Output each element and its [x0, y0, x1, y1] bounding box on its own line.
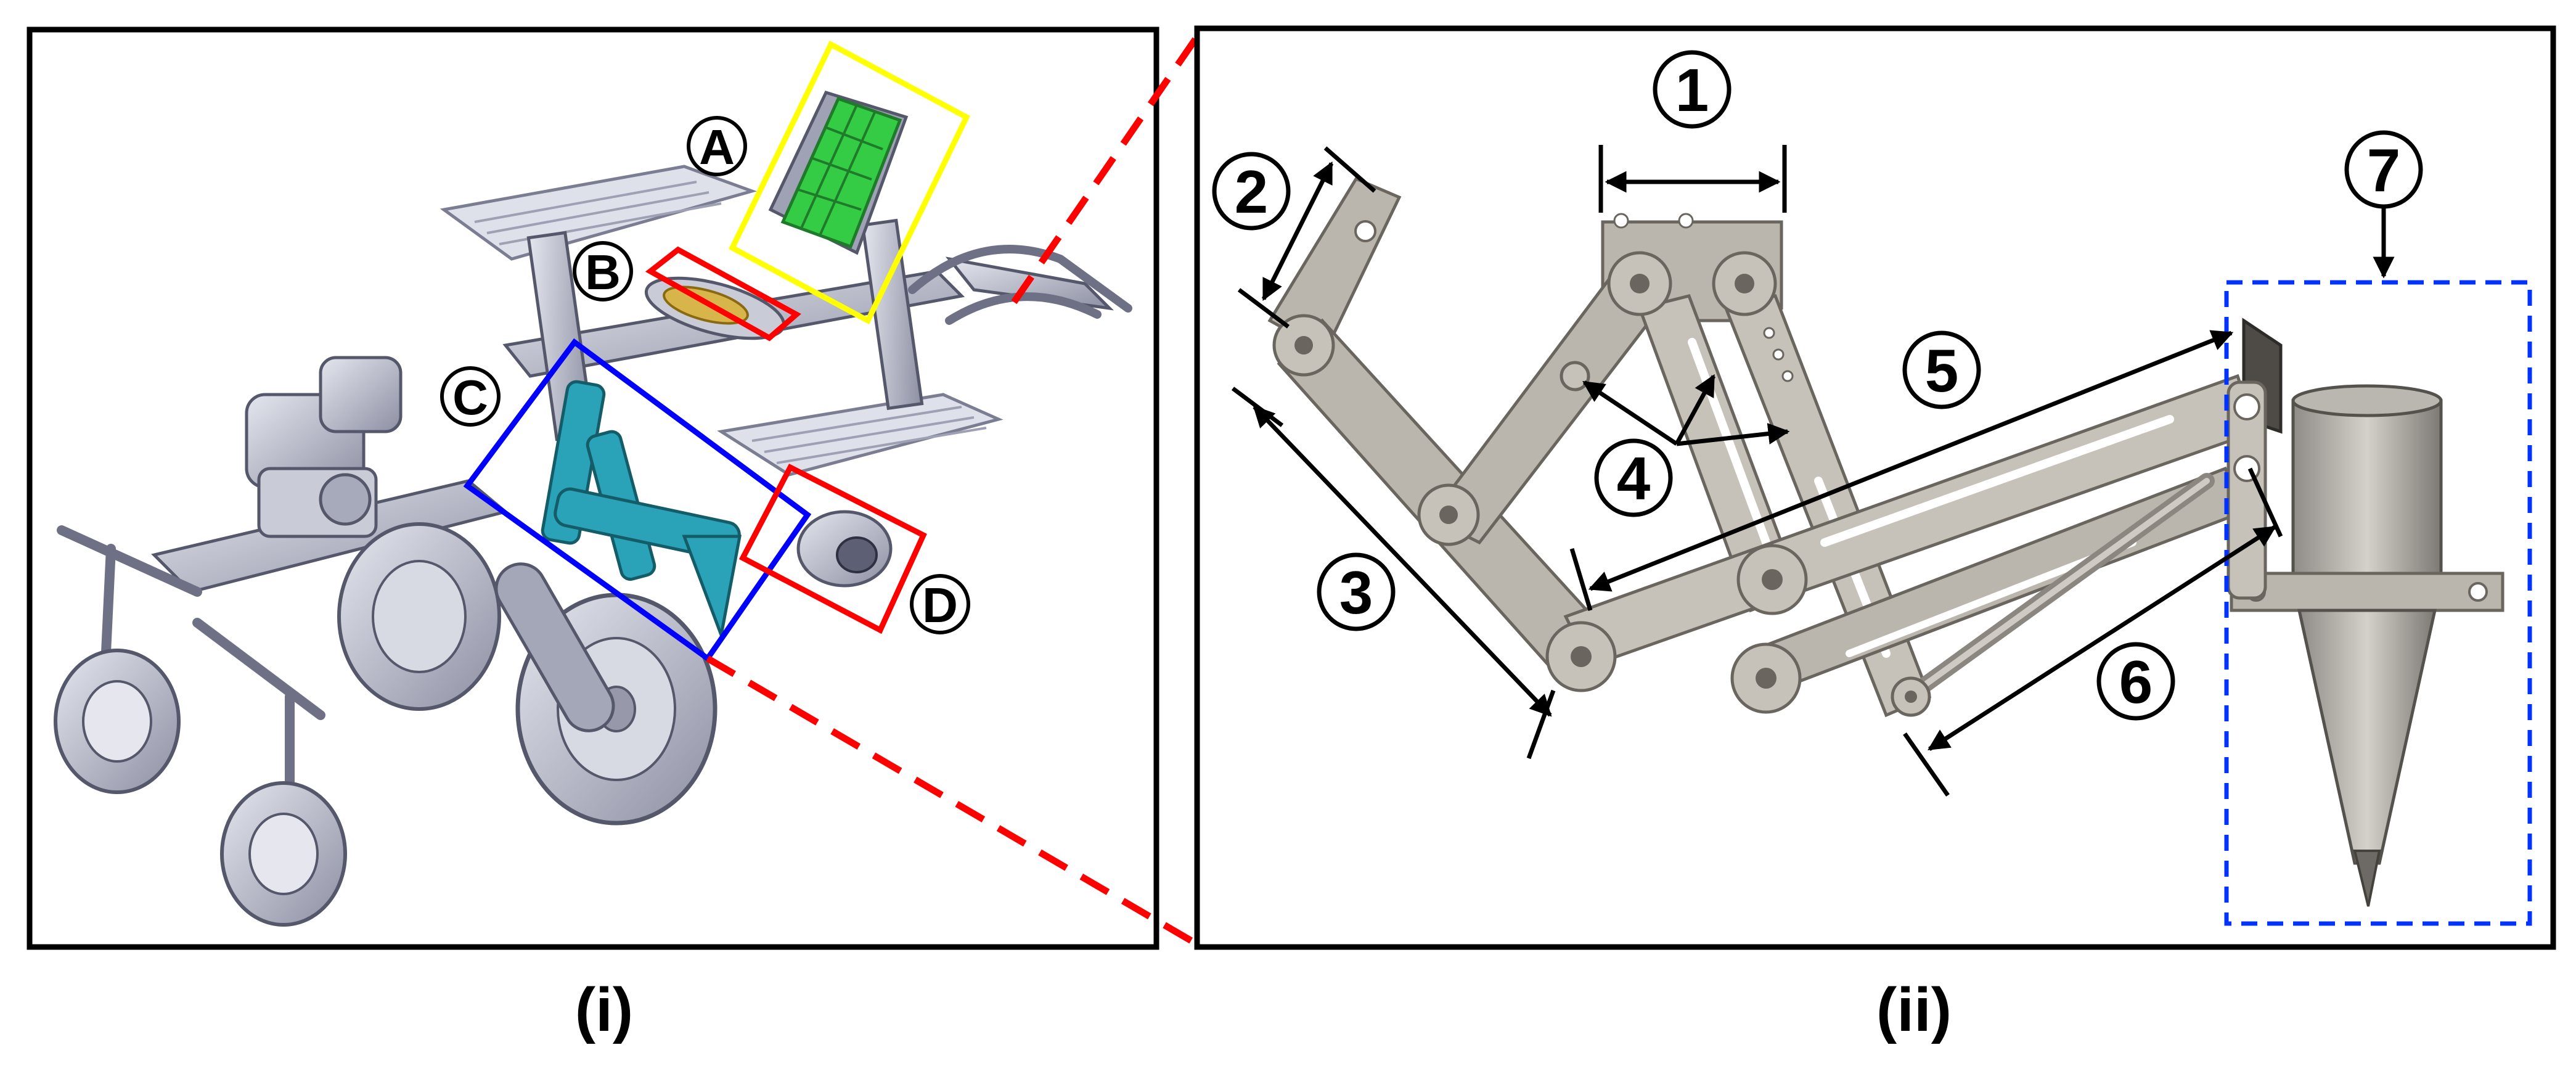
svg-text:2: 2 — [1235, 158, 1269, 226]
pivot-small-top — [1560, 361, 1590, 391]
seat-platform-right — [717, 393, 1004, 477]
callout-c: C — [440, 366, 501, 427]
svg-text:5: 5 — [1925, 337, 1959, 404]
svg-text:D: D — [922, 578, 958, 633]
callout-a: A — [687, 116, 747, 176]
callout-7: 7 — [2344, 130, 2423, 209]
caption-left: (i) — [575, 975, 633, 1044]
box-b — [645, 246, 801, 342]
dim-3 — [1253, 405, 1552, 717]
svg-text:3: 3 — [1339, 559, 1373, 626]
callout-6: 6 — [2096, 642, 2175, 721]
callout-d: D — [910, 574, 970, 634]
panel-right: 1 2 3 4 5 6 7 — [1194, 25, 2556, 950]
planting-mechanism — [541, 380, 742, 641]
dim-5 — [1588, 330, 2234, 592]
svg-text:B: B — [585, 245, 621, 300]
callout-4: 4 — [1594, 438, 1673, 517]
svg-text:A: A — [699, 120, 735, 174]
tray-cells — [780, 96, 902, 249]
outrigger-wheel-left — [54, 649, 181, 794]
engine — [245, 356, 403, 538]
panel-left: A B C D — [27, 27, 1159, 950]
dimension-lines — [1231, 145, 2395, 797]
zoom-connector — [706, 27, 1205, 950]
box-c — [463, 338, 812, 663]
box-a — [729, 40, 970, 325]
wheel-fender — [494, 562, 615, 732]
callout-3: 3 — [1317, 552, 1396, 631]
svg-text:7: 7 — [2367, 136, 2401, 204]
callout-1: 1 — [1653, 50, 1732, 129]
svg-text:1: 1 — [1675, 56, 1709, 124]
callout-b: B — [573, 241, 633, 301]
svg-text:4: 4 — [1617, 445, 1651, 512]
caption-right: (ii) — [1876, 975, 1952, 1044]
dim-6 — [1928, 525, 2276, 751]
drive-roller — [796, 510, 893, 588]
svg-text:6: 6 — [2119, 648, 2153, 716]
drive-wheel-rear — [337, 522, 501, 711]
svg-text:C: C — [452, 370, 488, 425]
dim-2 — [1261, 161, 1334, 301]
callout-5: 5 — [1902, 330, 1981, 409]
box-d — [738, 463, 927, 634]
outrigger-wheel-right — [220, 781, 347, 927]
seedling-tray — [768, 90, 909, 255]
callout-2: 2 — [1212, 152, 1291, 231]
